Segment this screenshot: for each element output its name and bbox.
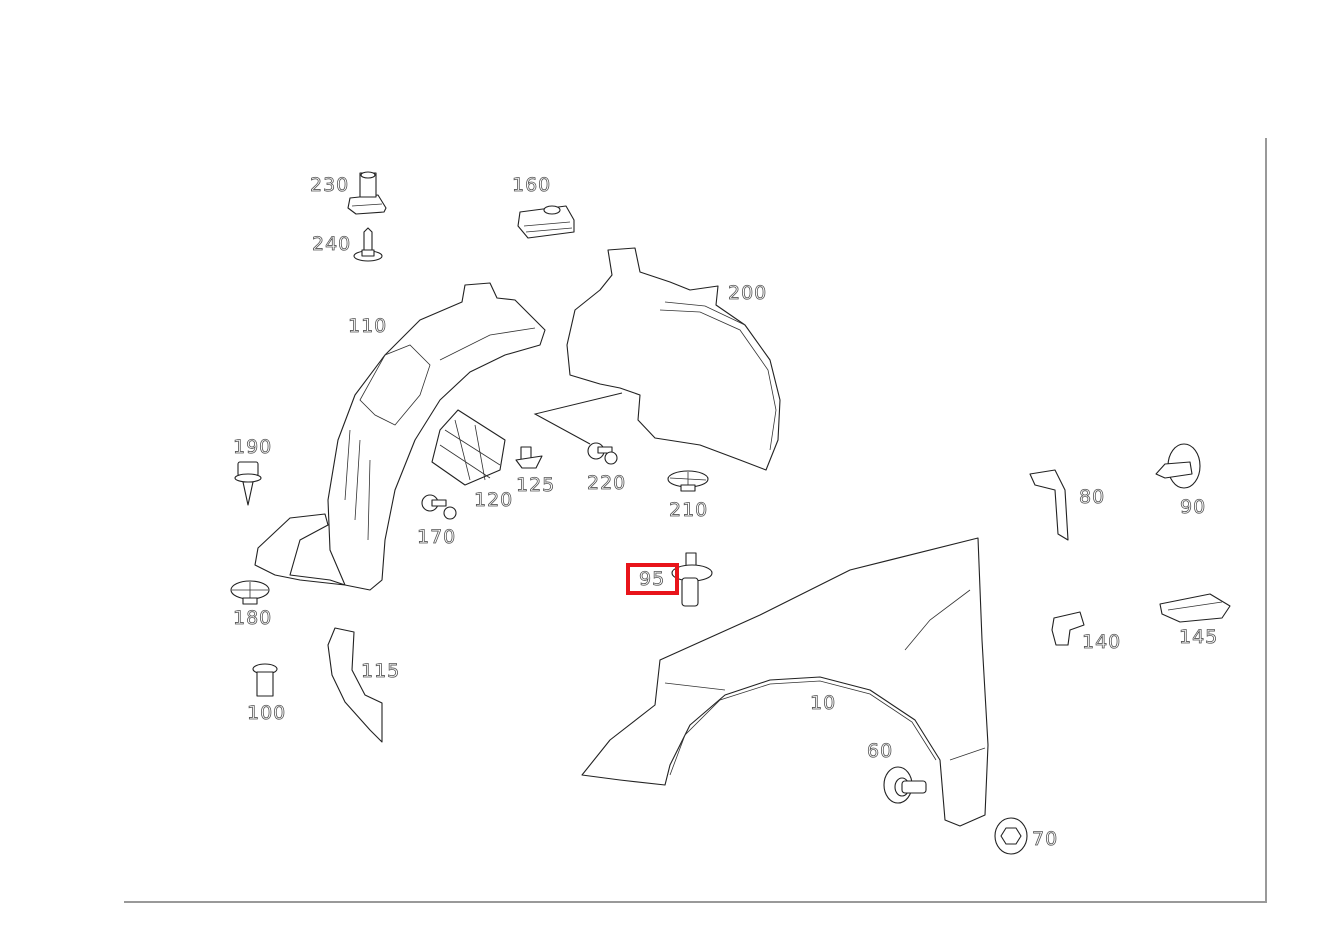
callout-200[interactable]: 200 xyxy=(728,282,768,304)
part-180-spreader-nut[interactable] xyxy=(230,580,270,605)
callout-220[interactable]: 220 xyxy=(587,472,627,494)
part-220-push-pin[interactable] xyxy=(587,442,618,465)
part-110-front-liner[interactable] xyxy=(254,282,546,591)
callout-170[interactable]: 170 xyxy=(417,526,457,548)
part-145-speed-nut[interactable] xyxy=(1159,593,1231,623)
part-115-trim-strip[interactable] xyxy=(327,627,383,743)
part-90-expanding-clip[interactable] xyxy=(1155,443,1201,489)
callout-210[interactable]: 210 xyxy=(669,499,709,521)
callout-120[interactable]: 120 xyxy=(474,489,514,511)
part-60-bolt[interactable] xyxy=(883,766,927,804)
callout-145[interactable]: 145 xyxy=(1179,626,1219,648)
part-120-grille[interactable] xyxy=(431,409,506,486)
part-125-rivet[interactable] xyxy=(515,446,543,469)
callout-115[interactable]: 115 xyxy=(361,660,401,682)
callout-110[interactable]: 110 xyxy=(348,315,388,337)
part-10-front-fender[interactable] xyxy=(581,537,989,827)
callout-70[interactable]: 70 xyxy=(1032,828,1059,850)
callout-60[interactable]: 60 xyxy=(867,740,894,762)
frame-bottom-border xyxy=(124,901,1267,903)
part-80-bracket[interactable] xyxy=(1029,469,1069,541)
callout-95[interactable]: 95 xyxy=(639,568,666,590)
callout-230[interactable]: 230 xyxy=(310,174,350,196)
part-70-nut[interactable] xyxy=(994,817,1028,855)
part-200-rear-liner[interactable] xyxy=(566,247,781,471)
callout-190[interactable]: 190 xyxy=(233,436,273,458)
part-210-spreader-nut[interactable] xyxy=(667,470,709,492)
frame-right-border xyxy=(1265,138,1267,903)
callout-80[interactable]: 80 xyxy=(1079,486,1106,508)
callout-10[interactable]: 10 xyxy=(810,692,837,714)
part-190-tapping-screw[interactable] xyxy=(234,461,262,506)
callout-140[interactable]: 140 xyxy=(1082,631,1122,653)
callout-180[interactable]: 180 xyxy=(233,607,273,629)
part-100-grommet[interactable] xyxy=(252,663,278,697)
part-240-screw[interactable] xyxy=(353,227,383,262)
highlight-box-95 xyxy=(626,563,679,595)
callout-125[interactable]: 125 xyxy=(516,474,556,496)
part-170-push-pin[interactable] xyxy=(421,494,457,520)
callout-160[interactable]: 160 xyxy=(512,174,552,196)
callout-90[interactable]: 90 xyxy=(1180,496,1207,518)
part-160-spring-clip[interactable] xyxy=(517,205,575,239)
callout-240[interactable]: 240 xyxy=(312,233,352,255)
part-140-bracket[interactable] xyxy=(1051,611,1085,646)
part-95-stud-clip[interactable] xyxy=(671,552,713,607)
callout-100[interactable]: 100 xyxy=(247,702,287,724)
part-230-clip-nut[interactable] xyxy=(347,171,387,215)
